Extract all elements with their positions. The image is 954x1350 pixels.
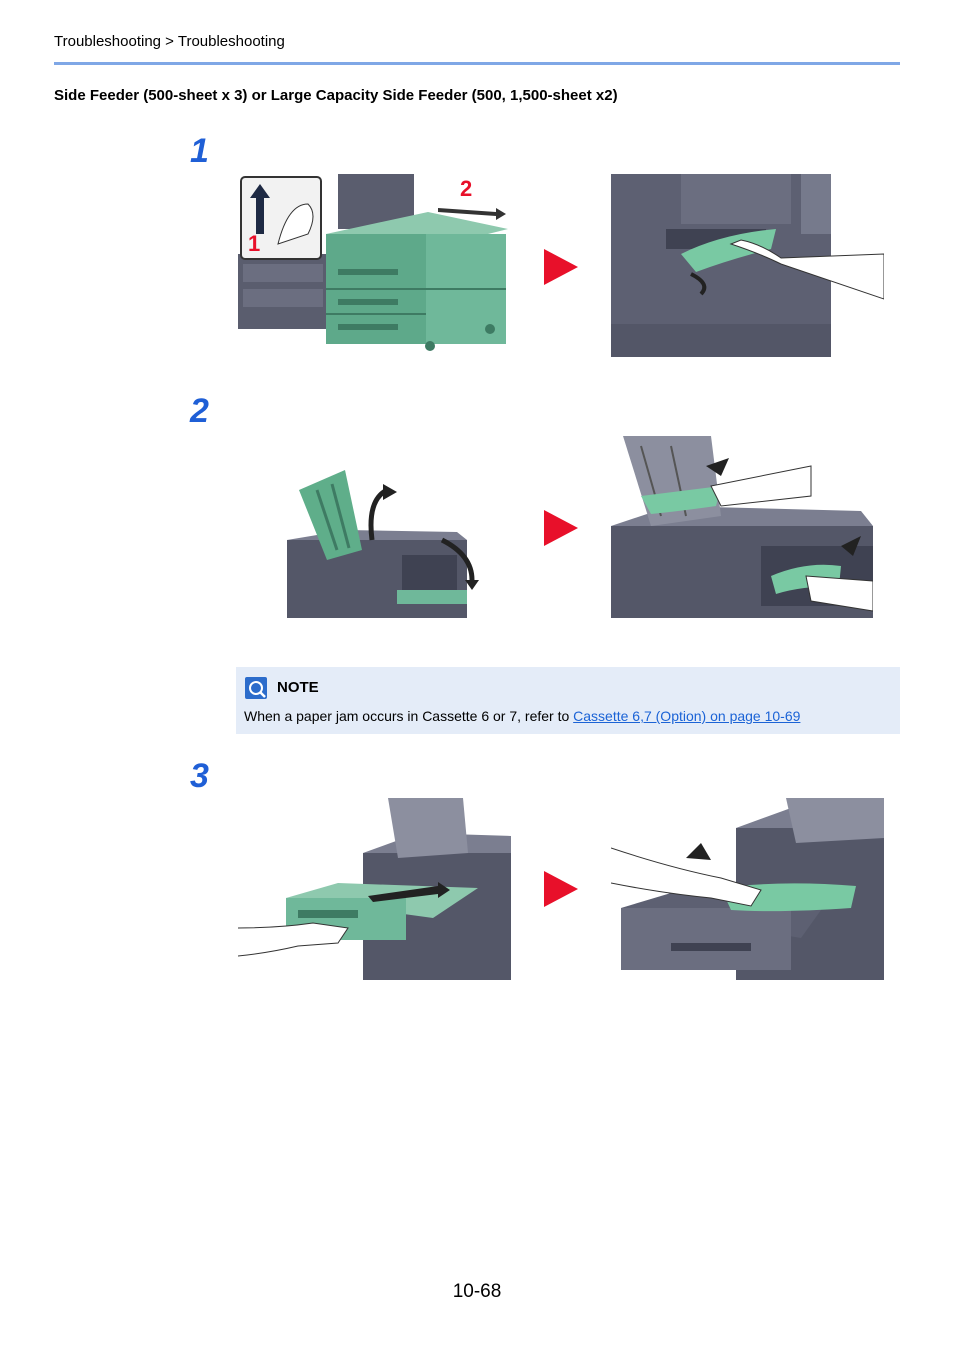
section-title: Side Feeder (500-sheet x 3) or Large Cap… xyxy=(54,87,618,104)
header-rule xyxy=(54,62,900,65)
note-text: When a paper jam occurs in Cassette 6 or… xyxy=(244,708,800,724)
step1-illustration-open-feeder: 2 1 xyxy=(238,174,510,356)
note-icon xyxy=(245,677,267,699)
step-number-1: 1 xyxy=(190,132,209,170)
page-number: 10-68 xyxy=(452,1281,502,1302)
next-arrow-icon xyxy=(544,249,578,285)
step-number-2: 2 xyxy=(190,392,209,430)
note-box: NOTE When a paper jam occurs in Cassette… xyxy=(236,667,900,734)
step3-illustration-remove-paper xyxy=(611,798,884,980)
step2-illustration-open-cover xyxy=(287,470,487,618)
next-arrow-icon xyxy=(544,510,578,546)
next-arrow-icon xyxy=(544,871,578,907)
step3-illustration-pull-cassette xyxy=(238,798,511,980)
step-number-3: 3 xyxy=(190,757,209,795)
breadcrumb: Troubleshooting > Troubleshooting xyxy=(54,33,285,50)
callout-1: 1 xyxy=(248,231,261,256)
note-body: When a paper jam occurs in Cassette 6 or… xyxy=(244,708,574,724)
step1-illustration-remove-paper xyxy=(611,174,884,357)
callout-2: 2 xyxy=(460,176,473,201)
step2-illustration-remove-paper xyxy=(611,436,873,618)
note-link-cassette-6-7[interactable]: Cassette 6,7 (Option) on page 10-69 xyxy=(573,708,801,724)
note-label: NOTE xyxy=(277,679,319,696)
